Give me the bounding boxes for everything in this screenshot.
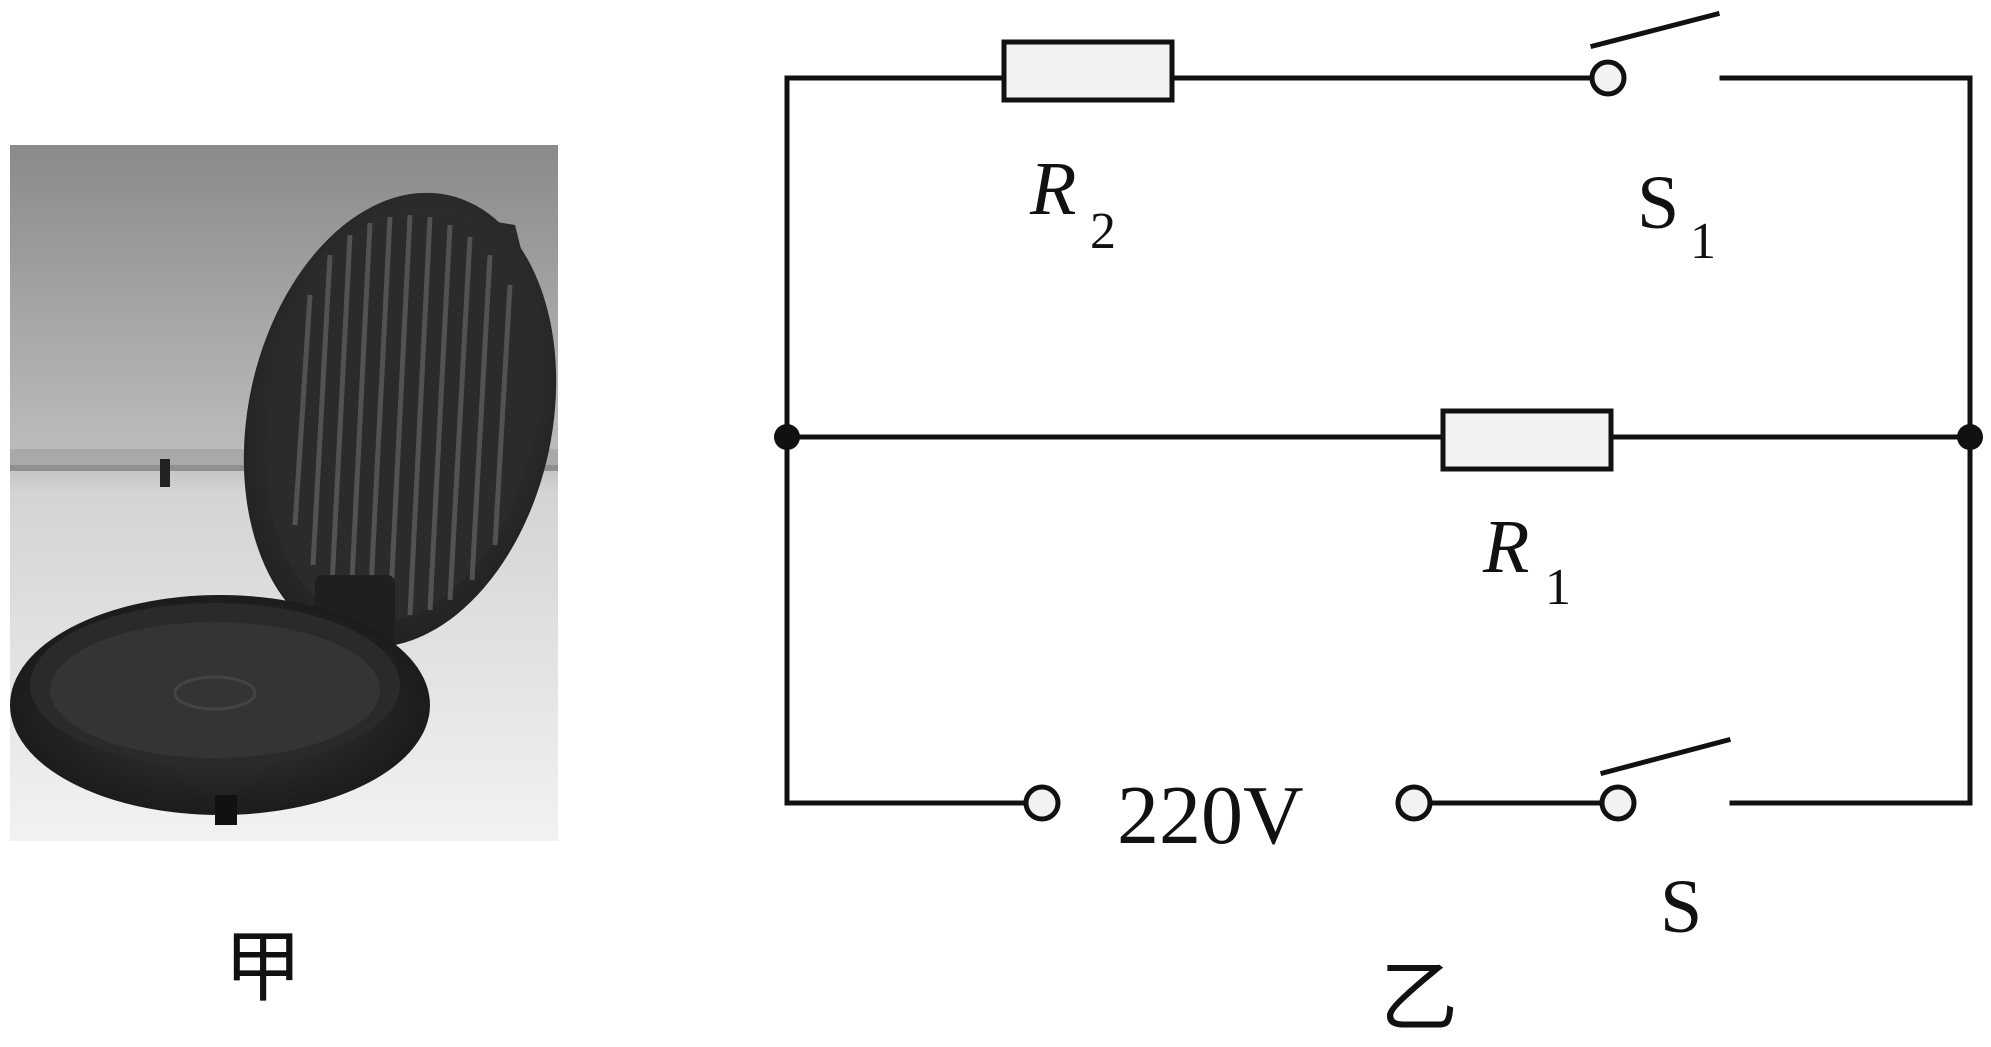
circuit-diagram: R 2 S 1 R 1 220V S: [774, 10, 1983, 949]
junction-dot-right: [1957, 424, 1983, 450]
switch-s-pivot: [1599, 784, 1637, 822]
circuit-caption: 乙: [1380, 953, 1459, 1043]
resistor-r1: [1440, 408, 1614, 472]
electric-pan-photo: [10, 145, 558, 841]
junction-dot-left: [774, 424, 800, 450]
switch-s1-blade: [1589, 10, 1721, 50]
switch-s-blade: [1599, 736, 1732, 777]
label-r2-sub: 2: [1090, 203, 1116, 260]
source-terminal-right: [1395, 784, 1433, 822]
label-r1-sub: 1: [1545, 559, 1571, 616]
label-source-voltage: 220V: [1117, 769, 1304, 862]
source-terminal-left: [1023, 784, 1061, 822]
resistor-r2: [1001, 39, 1175, 103]
label-s-letter: S: [1660, 865, 1702, 949]
photo-caption: 甲: [224, 923, 303, 1013]
electric-pan-image: [10, 145, 558, 841]
label-s1-sub: 1: [1690, 213, 1716, 270]
label-s1-letter: S: [1637, 161, 1679, 245]
switch-s1-pivot: [1589, 59, 1627, 97]
label-r2-letter: R: [1029, 147, 1076, 231]
label-r1-letter: R: [1482, 505, 1529, 589]
